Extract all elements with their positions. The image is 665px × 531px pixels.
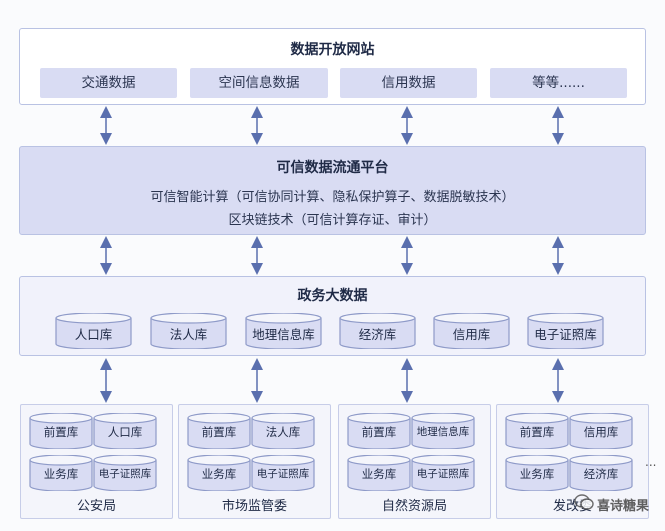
watermark-text: 喜诗糖果 bbox=[597, 498, 650, 514]
dept-0-db-2-label: 业务库 bbox=[43, 467, 79, 481]
spatial-info-data-box: 空间信息数据 bbox=[190, 68, 328, 98]
credit-data-box: 信用数据 bbox=[340, 68, 477, 98]
dept-2-db-3-label: 电子证照库 bbox=[416, 468, 470, 480]
dept-0-db-2: 业务库 bbox=[29, 455, 93, 491]
dept-2-db-2: 业务库 bbox=[347, 455, 411, 491]
platform-title: 可信数据流通平台 bbox=[276, 160, 389, 176]
dept-0-db-1-label: 人口库 bbox=[107, 425, 143, 439]
dept-2-db-3: 电子证照库 bbox=[411, 455, 475, 491]
dept-1-db-0-label: 前置库 bbox=[201, 425, 237, 439]
dept-3-db-1-label: 信用库 bbox=[583, 425, 619, 439]
wechat-icon bbox=[574, 494, 594, 514]
dept-0-db-1: 人口库 bbox=[93, 413, 157, 449]
department-name-2: 自然资源局 bbox=[381, 499, 447, 514]
gov-db-3-label: 经济库 bbox=[358, 327, 397, 342]
department-name-1: 市场监管委 bbox=[221, 499, 287, 514]
dept-3-db-2: 业务库 bbox=[505, 455, 569, 491]
department-box-3: 前置库信用库业务库经济库发改委 bbox=[496, 404, 649, 519]
dept-1-db-2-label: 业务库 bbox=[201, 467, 237, 481]
open-data-website-title: 数据开放网站 bbox=[290, 42, 375, 58]
open-data-website-layer: 数据开放网站 交通数据 空间信息数据 信用数据 等等...... bbox=[19, 28, 646, 105]
platform-blockchain-line: 区块链技术（可信计算存证、审计） bbox=[228, 213, 437, 228]
dept-3-db-0-label: 前置库 bbox=[519, 425, 555, 439]
platform-computing-line: 可信智能计算（可信协同计算、隐私保护算子、数据脱敏技术） bbox=[150, 190, 515, 205]
dept-3-db-2-label: 业务库 bbox=[519, 467, 555, 481]
dept-1-db-0: 前置库 bbox=[187, 413, 251, 449]
gov-db-0-label: 人口库 bbox=[74, 327, 113, 342]
dept-1-db-1-label: 法人库 bbox=[265, 425, 301, 439]
dept-1-db-1: 法人库 bbox=[251, 413, 315, 449]
etc-data-box: 等等...... bbox=[490, 68, 627, 98]
more-ellipsis: ... bbox=[645, 455, 657, 469]
dept-0-db-0-label: 前置库 bbox=[43, 425, 79, 439]
dept-2-db-1: 地理信息库 bbox=[411, 413, 475, 449]
gov-db-5-label: 电子证照库 bbox=[534, 327, 597, 342]
department-box-0: 前置库 人口库业务库 电子证照库公安局 bbox=[20, 404, 173, 519]
gov-db-2-label: 地理信息库 bbox=[252, 327, 315, 342]
dept-1-db-3: 电子证照库 bbox=[251, 455, 315, 491]
dept-3-db-3: 经济库 bbox=[569, 455, 633, 491]
dept-3-db-1: 信用库 bbox=[569, 413, 633, 449]
dept-2-db-1-label: 地理信息库 bbox=[416, 426, 470, 438]
dept-2-db-2-label: 业务库 bbox=[361, 467, 397, 481]
gov-db-5: 电子证照库 bbox=[527, 313, 604, 349]
dept-1-db-3-label: 电子证照库 bbox=[256, 468, 310, 480]
dept-0-db-3: 电子证照库 bbox=[93, 455, 157, 491]
gov-big-data-title: 政务大数据 bbox=[297, 288, 368, 304]
department-box-1: 前置库 法人库业务库 电子证照库市场监管委 bbox=[178, 404, 331, 519]
gov-db-3: 经济库 bbox=[339, 313, 416, 349]
dept-0-db-0: 前置库 bbox=[29, 413, 93, 449]
watermark: 喜诗糖果 bbox=[574, 494, 649, 514]
gov-db-2: 地理信息库 bbox=[245, 313, 322, 349]
dept-2-db-0-label: 前置库 bbox=[361, 425, 397, 439]
gov-db-1: 法人库 bbox=[150, 313, 227, 349]
gov-db-1-label: 法人库 bbox=[169, 327, 208, 342]
traffic-data-box: 交通数据 bbox=[40, 68, 177, 98]
trusted-data-platform-layer: 可信数据流通平台 可信智能计算（可信协同计算、隐私保护算子、数据脱敏技术） 区块… bbox=[19, 146, 646, 235]
dept-0-db-3-label: 电子证照库 bbox=[98, 468, 152, 480]
dept-3-db-3-label: 经济库 bbox=[583, 467, 619, 481]
dept-2-db-0: 前置库 bbox=[347, 413, 411, 449]
department-box-2: 前置库 地理信息库业务库 电子证照库自然资源局 bbox=[338, 404, 491, 519]
dept-1-db-2: 业务库 bbox=[187, 455, 251, 491]
department-name-0: 公安局 bbox=[76, 499, 116, 514]
dept-3-db-0: 前置库 bbox=[505, 413, 569, 449]
gov-db-4-label: 信用库 bbox=[452, 327, 491, 342]
gov-db-0: 人口库 bbox=[55, 313, 132, 349]
gov-db-4: 信用库 bbox=[433, 313, 510, 349]
